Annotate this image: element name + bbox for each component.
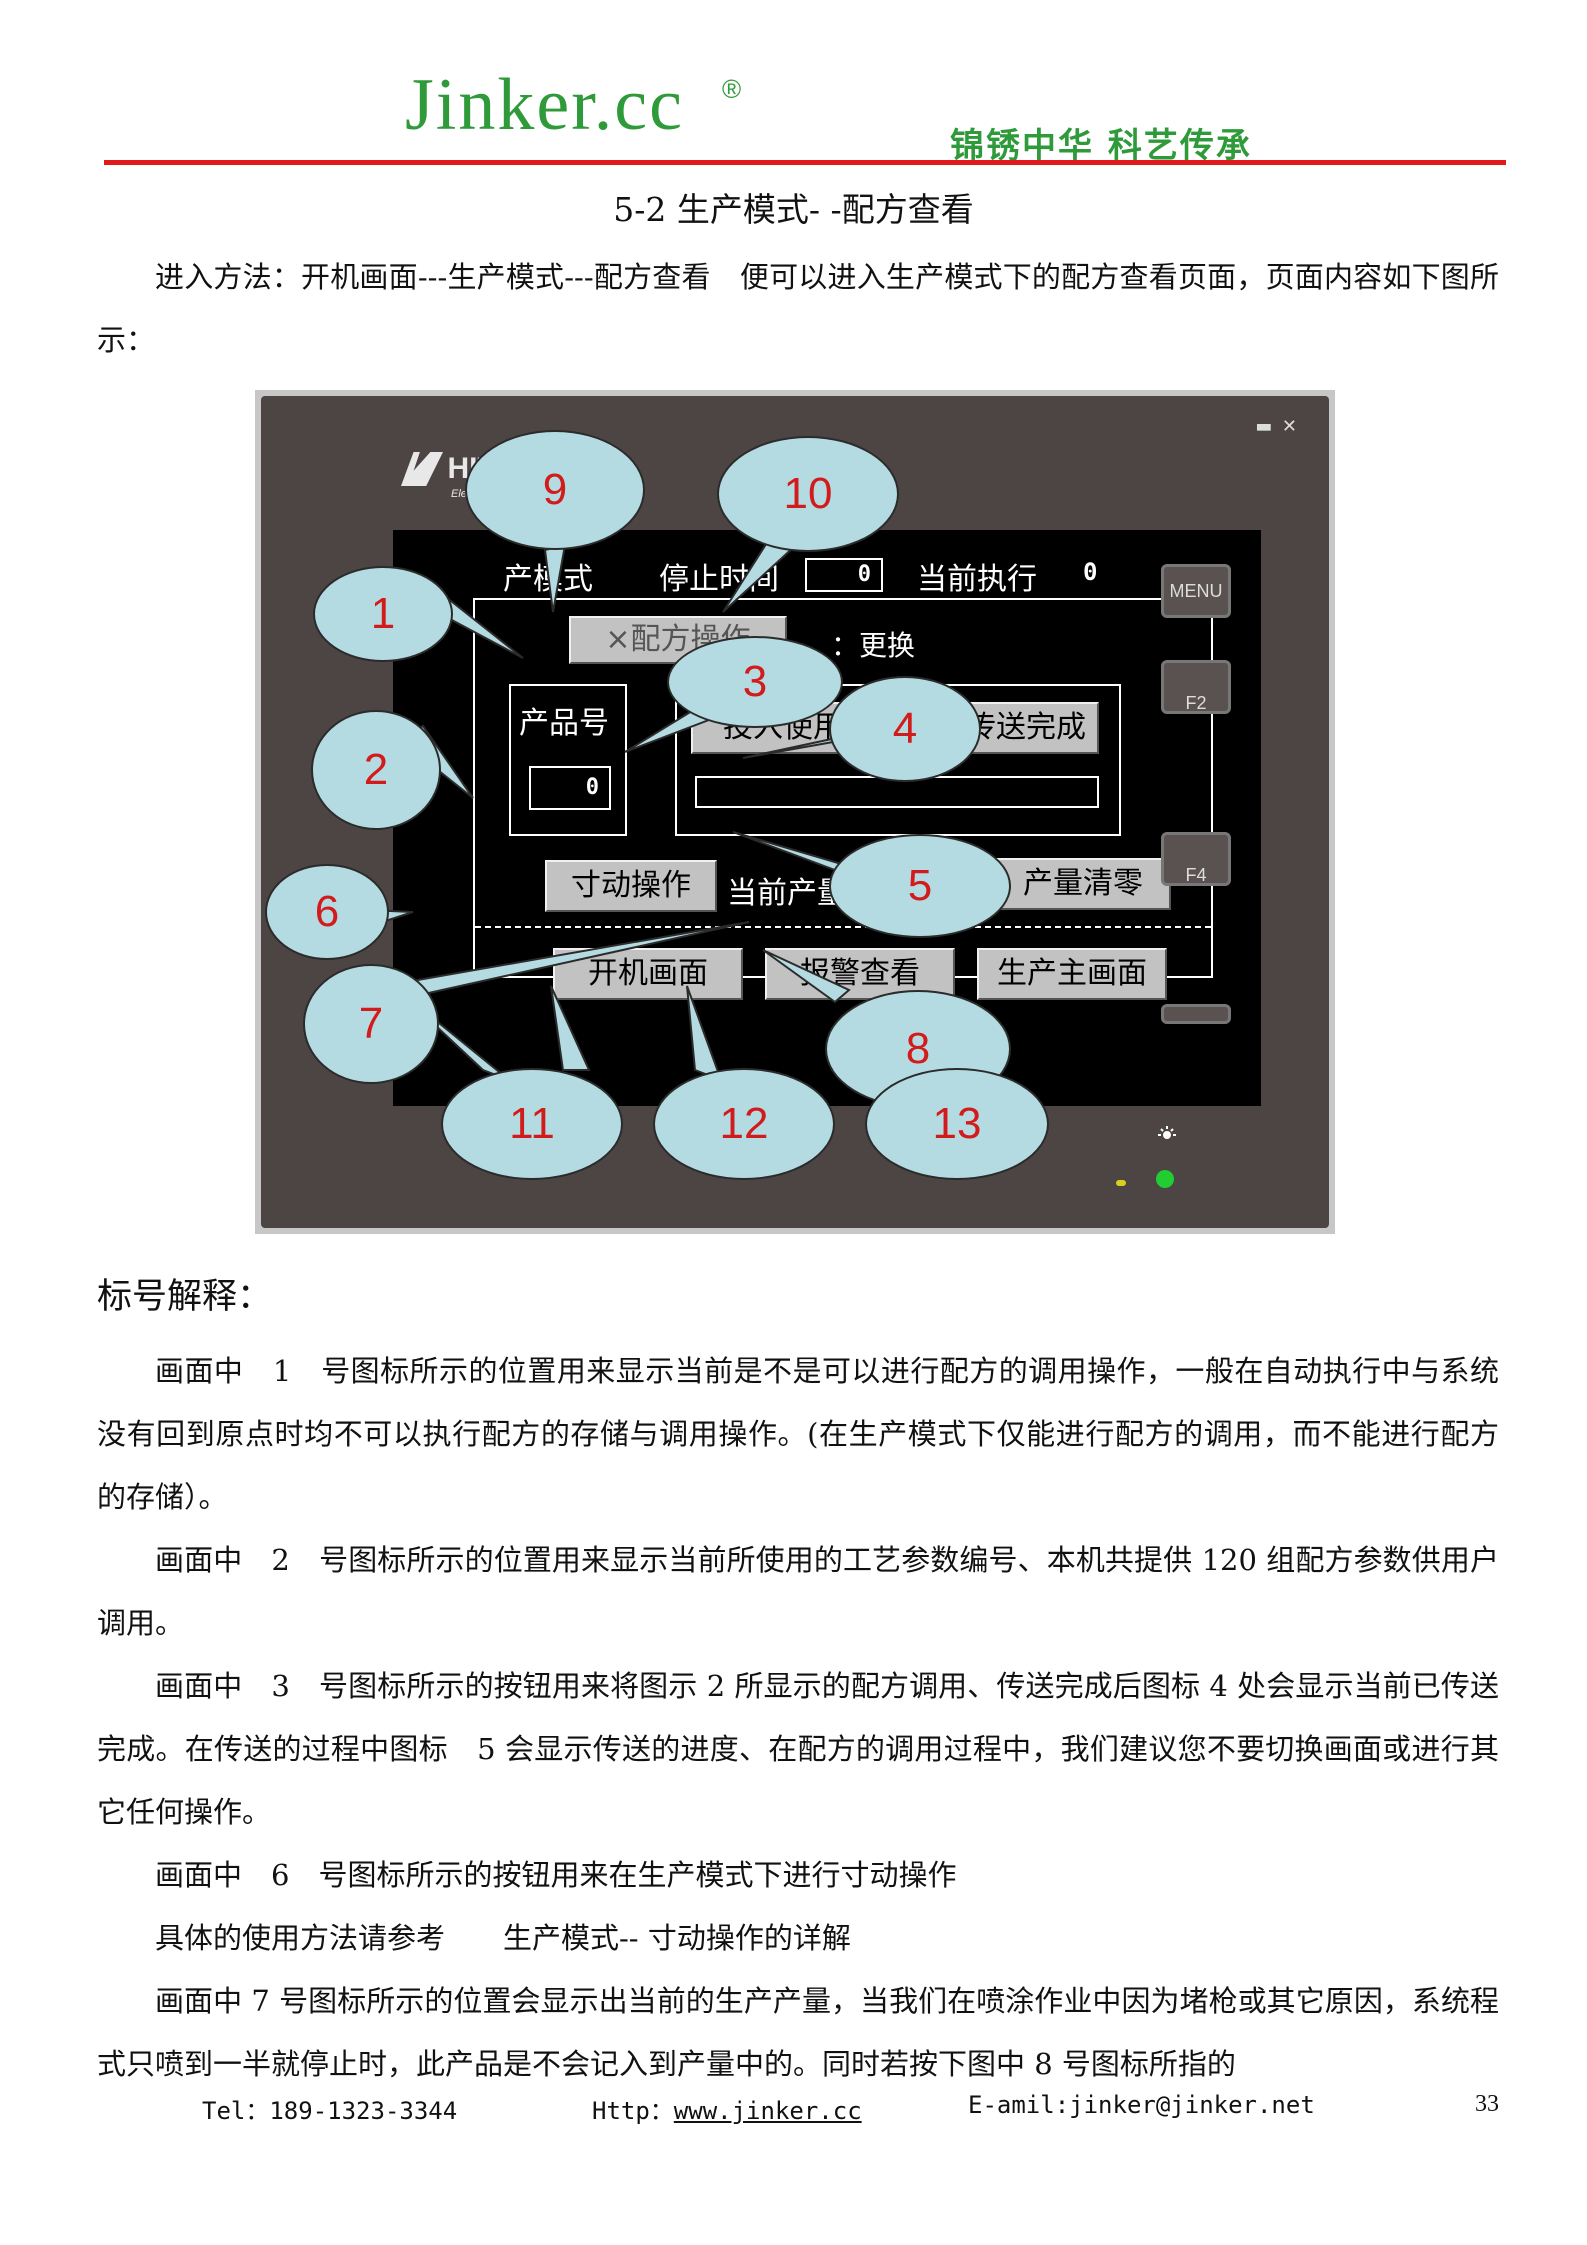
pointer-12 xyxy=(550,985,591,1071)
callout-12: 12 xyxy=(653,1068,835,1180)
explanation-2: 画面中 2 号图标所示的位置用来显示当前所使用的工艺参数编号、本机共提供 120… xyxy=(97,1543,1499,1640)
section-title: 5-2 生产模式- -配方查看 xyxy=(613,190,974,229)
callout-11: 11 xyxy=(441,1068,623,1180)
header-rule xyxy=(104,160,1506,165)
current-exec-value: 0 xyxy=(1083,558,1098,586)
pointer-13 xyxy=(686,985,723,1082)
callout-2: 2 xyxy=(311,710,441,830)
callout-3: 3 xyxy=(667,636,843,728)
callout-1: 1 xyxy=(313,566,453,662)
callout-7: 7 xyxy=(303,964,439,1084)
f4-key[interactable]: F4 xyxy=(1161,832,1231,886)
product-no-frame xyxy=(509,684,627,836)
intro-paragraph: 进入方法：开机画面---生产模式---配方查看 便可以进入生产模式下的配方查看页… xyxy=(97,246,1499,372)
explanation-6: 画面中 6 号图标所示的按钮用来在生产模式下进行寸动操作 xyxy=(155,1858,957,1892)
brand-logo: Jinker.cc xyxy=(405,64,684,146)
footer-website-link[interactable]: www.jinker.cc xyxy=(673,2097,862,2125)
pointer-9 xyxy=(543,543,567,613)
power-led xyxy=(1156,1170,1174,1188)
status-led xyxy=(1116,1180,1126,1186)
callout-9: 9 xyxy=(465,430,645,550)
jog-button[interactable]: 寸动操作 xyxy=(545,860,717,912)
explanation-7: 画面中 7 号图标所示的位置会显示出当前的生产产量，当我们在喷涂作业中因为堵枪或… xyxy=(97,1984,1499,2081)
pointer-7 xyxy=(393,921,750,1002)
f-key-partial[interactable] xyxy=(1161,1004,1231,1024)
intro-text: 进入方法：开机画面---生产模式---配方查看 便可以进入生产模式下的配方查看页… xyxy=(97,260,1499,357)
callout-6: 6 xyxy=(265,864,389,960)
explanation-3: 画面中 3 号图标所示的按钮用来将图示 2 所显示的配方调用、传送完成后图标 4… xyxy=(97,1669,1499,1829)
footer-http-label: Http： xyxy=(592,2097,674,2125)
callout-4: 4 xyxy=(829,676,981,782)
f2-key[interactable]: F2 xyxy=(1161,660,1231,714)
explanation-jog-ref: 具体的使用方法请参考 生产模式-- 寸动操作的详解 xyxy=(155,1921,851,1955)
product-no-value: 0 xyxy=(529,766,611,810)
callout-13: 13 xyxy=(865,1068,1049,1180)
slogan: 锦锈中华 科艺传承 xyxy=(950,126,1252,166)
clear-output-button[interactable]: 产量清零 xyxy=(995,858,1171,910)
callout-5: 5 xyxy=(829,834,1011,938)
pointer-8 xyxy=(762,949,851,1004)
light-icon xyxy=(1158,1126,1176,1140)
output-divider xyxy=(475,926,1211,928)
callout-10: 10 xyxy=(717,436,899,552)
page-number: 33 xyxy=(1475,2091,1499,2117)
main-screen-button[interactable]: 生产主画面 xyxy=(977,948,1167,1000)
product-no-label: 产品号 xyxy=(519,706,609,741)
footer-tel: Tel：189-1323-3344 xyxy=(202,2097,458,2125)
stop-time-value: 0 xyxy=(805,558,883,592)
window-controls[interactable]: ▬ ✕ xyxy=(1255,416,1299,437)
hmi-figure: ▬ ✕ HITECH Electronics Corp. 产模式 停止时间 0 … xyxy=(255,390,1335,1234)
explanation-1: 画面中 1 号图标所示的位置用来显示当前是不是可以进行配方的调用操作，一般在自动… xyxy=(97,1354,1499,1514)
registered-mark: ® xyxy=(722,74,742,104)
footer-http: Http：www.jinker.cc xyxy=(592,2091,862,2126)
current-exec-label: 当前执行 xyxy=(917,562,1037,597)
menu-key[interactable]: MENU xyxy=(1161,564,1231,618)
footer-email: E-amil:jinker@jinker.net xyxy=(968,2091,1315,2119)
legend-title: 标号解释： xyxy=(97,1277,273,1317)
change-label: ：更换 xyxy=(831,629,916,662)
explanation-list: 画面中 1 号图标所示的位置用来显示当前是不是可以进行配方的调用操作，一般在自动… xyxy=(97,1340,1499,2096)
